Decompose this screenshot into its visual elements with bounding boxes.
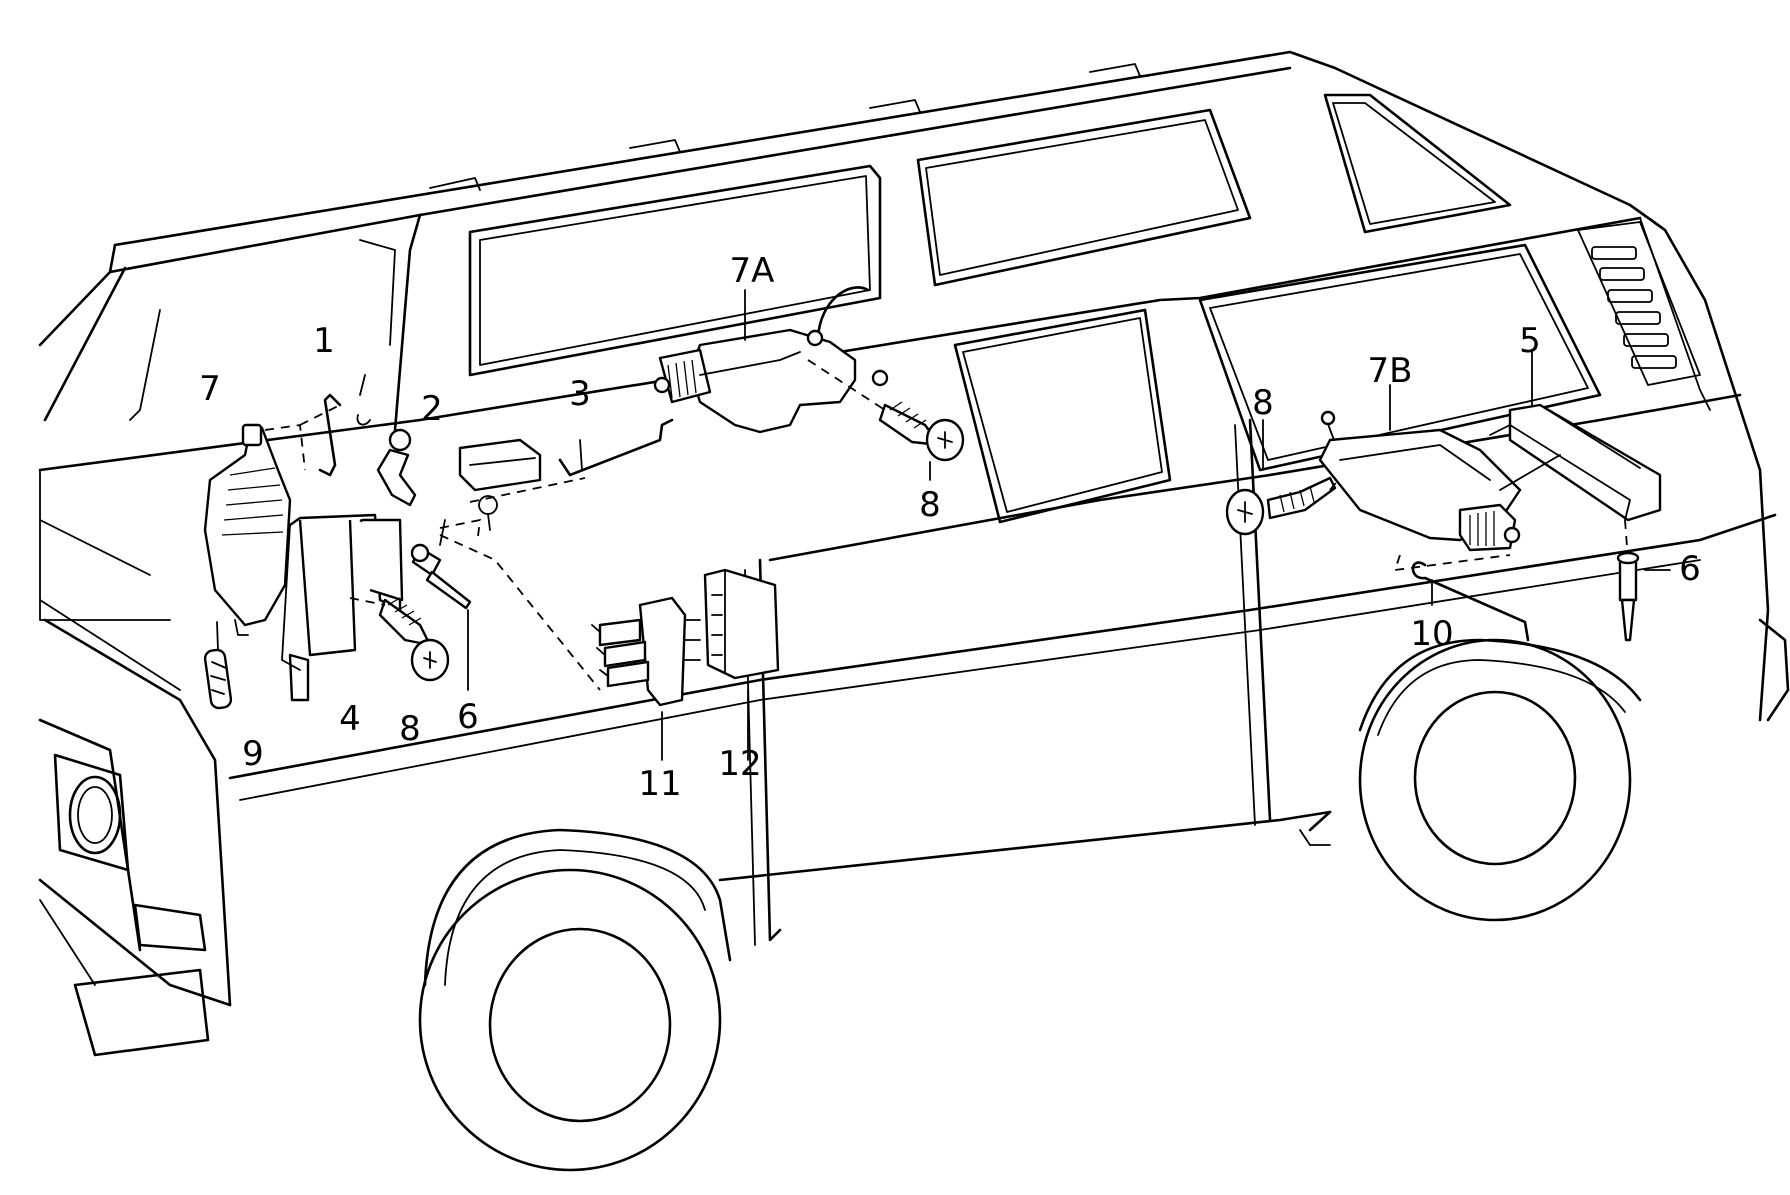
callout-7b: 7B: [1368, 351, 1413, 391]
callout-7: 7: [199, 369, 221, 409]
callout-5: 5: [1519, 321, 1541, 361]
callout-12: 12: [718, 744, 761, 784]
callout-6-left: 6: [457, 697, 479, 737]
callout-4: 4: [339, 699, 361, 739]
callout-8-right: 8: [1252, 383, 1274, 423]
callout-1: 1: [313, 321, 335, 361]
van-body-outline: [38, 50, 1790, 1172]
part-10-rod: [1411, 561, 1530, 642]
callout-11: 11: [638, 764, 681, 804]
part-12-housing: [703, 568, 780, 680]
callout-labels: 1 2 3 4 5 6 6 7 7A 7B 8 8 8 9 10 11 12: [199, 251, 1701, 804]
part-5-bracket: [1489, 403, 1662, 522]
part-8-screw-right: [1225, 476, 1337, 536]
part-6-rivet-right: [1616, 551, 1640, 642]
callout-3: 3: [569, 374, 591, 414]
front-wheel: [418, 828, 732, 1172]
part-4-bracket: [281, 513, 404, 702]
part-2-clip: [359, 374, 417, 507]
callout-7a: 7A: [730, 251, 775, 291]
headlight: [53, 753, 130, 872]
part-3-lock-rod: [458, 418, 674, 531]
callout-6-right: 6: [1679, 549, 1701, 589]
part-8-screw-center: [878, 401, 965, 462]
part-8-screw-left: [378, 597, 450, 682]
part-11-connector: [591, 596, 701, 707]
rear-vent-grille: [1577, 221, 1701, 386]
callout-9: 9: [242, 734, 264, 774]
part-7-lock-actuator: [203, 423, 292, 636]
callout-2: 2: [421, 389, 443, 429]
callout-10: 10: [1410, 614, 1453, 654]
part-6-rivet-left: [410, 543, 472, 610]
part-9-rod: [203, 648, 233, 710]
callout-8-left: 8: [399, 709, 421, 749]
part-7a-actuator: [653, 286, 889, 434]
rear-wheel: [1358, 638, 1642, 922]
callout-8-center: 8: [919, 485, 941, 525]
part-1-pull-rod: [318, 393, 371, 477]
part-7b-actuator: [1318, 410, 1522, 552]
